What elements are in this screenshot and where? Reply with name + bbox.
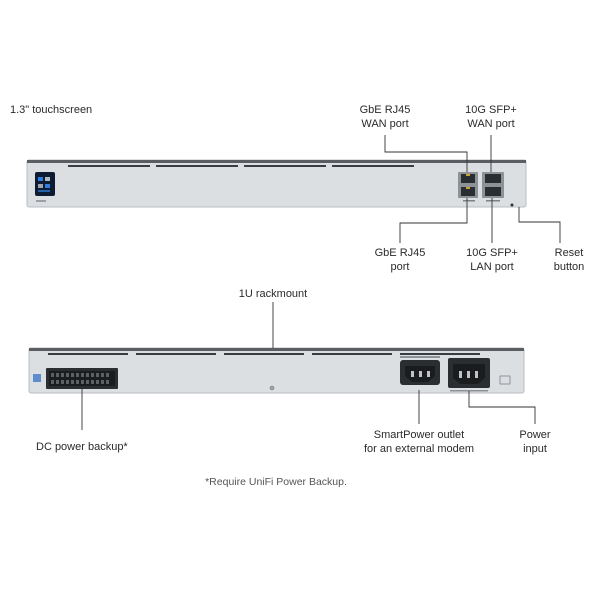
front-panel	[26, 159, 527, 208]
back-right-mark	[499, 375, 511, 385]
front-top-edge	[27, 160, 526, 163]
ground-screw	[269, 385, 275, 391]
back-top-edge	[29, 348, 524, 351]
power-input-socket	[448, 358, 490, 392]
back-vent-slots	[48, 353, 480, 355]
label-reset: Reset button	[553, 247, 585, 273]
front-chassis	[26, 159, 527, 208]
dc-backup-connector	[46, 368, 118, 389]
back-left-indicator	[33, 374, 41, 382]
reset-button-hole	[510, 203, 514, 207]
label-wan-rj45: GbE RJ45 WAN port	[359, 104, 411, 130]
front-vent-slots	[68, 165, 414, 167]
smartpower-outlet	[400, 356, 440, 385]
front-logo-mark	[36, 200, 46, 202]
front-rj45-ports	[458, 172, 478, 198]
leader-lines	[81, 135, 561, 430]
label-smartpower: SmartPower outlet for an external modem	[363, 429, 475, 455]
label-wan-sfp: 10G SFP+ WAN port	[465, 104, 517, 130]
front-sfp-ports	[482, 172, 504, 198]
label-dc-backup: DC power backup*	[36, 441, 128, 453]
footnote: *Require UniFi Power Backup.	[205, 476, 347, 488]
label-power-input: Power input	[519, 429, 551, 455]
label-lan-sfp: 10G SFP+ LAN port	[466, 247, 518, 273]
front-port-labels	[463, 200, 500, 202]
label-rackmount: 1U rackmount	[238, 288, 308, 300]
label-touchscreen: 1.3" touchscreen	[10, 104, 93, 116]
touchscreen-display	[35, 172, 55, 196]
back-panel	[28, 347, 525, 394]
label-lan-rj45: GbE RJ45 port	[374, 247, 426, 273]
